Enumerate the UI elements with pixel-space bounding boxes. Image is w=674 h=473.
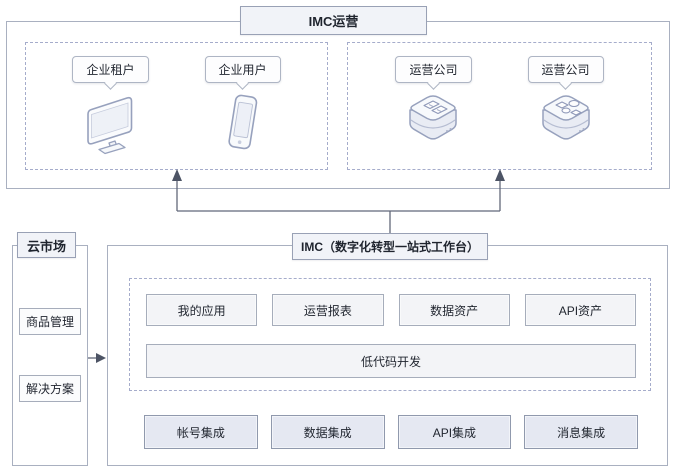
account-integration-button: 帐号集成 [144, 415, 258, 449]
cube-documents-icon [404, 93, 462, 149]
imc-capability-dashed-box [129, 278, 651, 391]
cloud-market-item-solutions: 解决方案 [19, 375, 81, 402]
smartphone-icon [223, 93, 263, 155]
operation-report-button: 运营报表 [272, 294, 384, 326]
operating-company-2-label: 运营公司 [527, 56, 604, 83]
imc-platform-title-text: IMC（数字化转型一站式工作台） [301, 240, 479, 254]
enterprise-group-box: 企业租户 企业用户 [25, 42, 328, 170]
cube-apps-icon [537, 93, 595, 149]
api-assets-button: API资产 [524, 294, 636, 326]
operating-company-1: 运营公司 [395, 56, 472, 169]
enterprise-user: 企业用户 [204, 56, 281, 169]
cloud-market-item-products: 商品管理 [19, 308, 81, 335]
cloud-market-container: 商品管理 解决方案 [12, 245, 88, 466]
cloud-market-title: 云市场 [17, 232, 76, 258]
cloud-market-title-text: 云市场 [26, 238, 66, 254]
message-integration-button: 消息集成 [524, 415, 638, 449]
enterprise-group-row: 企业租户 企业用户 [26, 43, 327, 169]
operating-company-2: 运营公司 [527, 56, 604, 169]
imc-platform-title: IMC（数字化转型一站式工作台） [292, 233, 488, 260]
imc-operations-title: IMC运营 [240, 6, 427, 35]
operating-company-1-label: 运营公司 [395, 56, 472, 83]
operator-group-box: 运营公司 运营公司 [347, 42, 652, 170]
my-apps-button: 我的应用 [146, 294, 258, 326]
api-integration-button: API集成 [397, 415, 512, 449]
imc-operations-title-text: IMC运营 [308, 14, 359, 29]
capability-button-row: 我的应用 运营报表 数据资产 API资产 [146, 294, 636, 326]
arrowhead-right [96, 353, 106, 363]
operator-group-row: 运营公司 运营公司 [348, 43, 651, 169]
imc-platform-container: 我的应用 运营报表 数据资产 API资产 低代码开发 帐号集成 数据集成 API… [107, 245, 668, 466]
monitor-icon [82, 93, 138, 155]
enterprise-tenant: 企业租户 [72, 56, 149, 169]
integration-button-row: 帐号集成 数据集成 API集成 消息集成 [144, 415, 638, 449]
low-code-dev-button: 低代码开发 [146, 344, 636, 378]
data-assets-button: 数据资产 [398, 294, 510, 326]
data-integration-button: 数据集成 [270, 415, 385, 449]
